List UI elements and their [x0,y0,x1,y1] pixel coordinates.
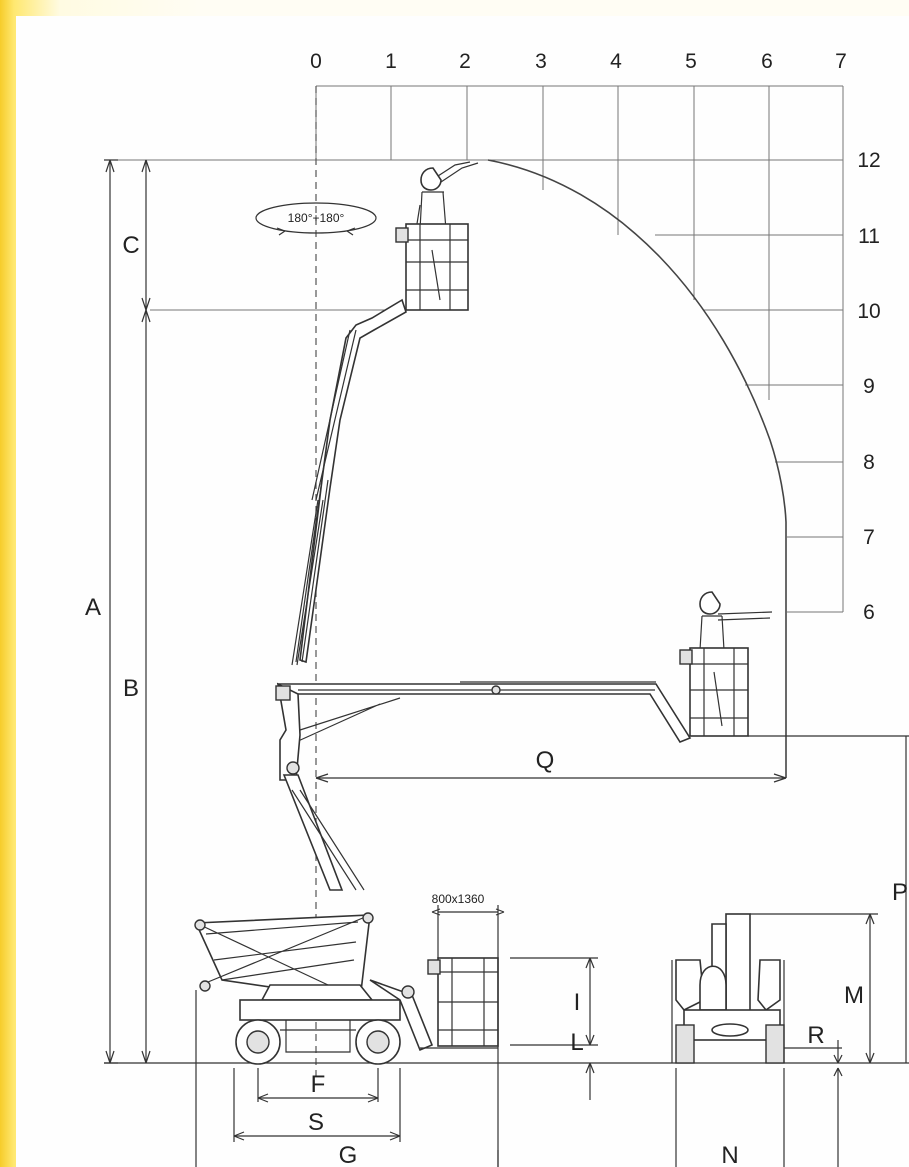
scale-x-0: 0 [310,50,322,73]
label-B: B [123,675,139,702]
dimension-N: N [675,1068,785,1167]
scale-y-10: 10 [857,300,880,323]
label-G: G [339,1142,358,1167]
label-L: L [570,1029,583,1056]
scale-y-7: 7 [863,526,875,549]
vertical-scale: 12 11 10 9 8 7 6 [857,149,880,624]
scale-x-7: 7 [835,50,847,73]
label-M: M [844,982,864,1009]
stowed-machine-side [194,912,499,1065]
scale-y-11: 11 [858,225,880,248]
reach-envelope-curve [487,159,787,778]
basket-size-label: 800x1360 [432,892,485,906]
scale-x-5: 5 [685,50,697,73]
dimension-I-L: I L [510,957,598,1100]
dimension-Q: Q [315,747,787,783]
scale-x-6: 6 [761,50,773,73]
dimension-P: P [892,736,908,1063]
scale-y-12: 12 [857,149,880,172]
label-N: N [721,1142,738,1167]
label-I: I [574,989,581,1016]
label-Q: Q [536,747,555,774]
dimension-F: F [257,1068,379,1103]
horizontal-scale: 0 1 2 3 4 5 6 7 [310,50,847,73]
stowed-machine-rear [671,913,785,1064]
outreach-platform [679,591,909,737]
dimension-B: B [123,309,151,1064]
scale-x-2: 2 [459,50,471,73]
scale-y-6: 6 [863,601,875,624]
dimension-G: G [195,990,499,1167]
scale-x-1: 1 [385,50,397,73]
dimension-R: R [784,1022,843,1167]
label-A: A [85,594,101,621]
rotation-symbol: 180°+180° [255,202,377,236]
dimension-S: S [233,1068,401,1142]
outreach-boom [275,681,692,891]
reach-grid [104,85,844,613]
scale-x-3: 3 [535,50,547,73]
label-F: F [311,1071,326,1098]
dimension-A: A [85,159,118,1064]
scale-x-4: 4 [610,50,622,73]
basket-dimension: 800x1360 [432,892,505,1167]
label-P: P [892,879,908,906]
scale-y-9: 9 [863,375,875,398]
label-R: R [807,1022,824,1049]
scale-y-8: 8 [863,451,875,474]
dimension-C: C [122,159,151,311]
upper-platform [291,161,479,666]
dimension-M: M [750,913,878,1064]
label-C: C [122,232,139,259]
label-S: S [308,1109,324,1136]
rotation-label: 180°+180° [288,211,345,225]
